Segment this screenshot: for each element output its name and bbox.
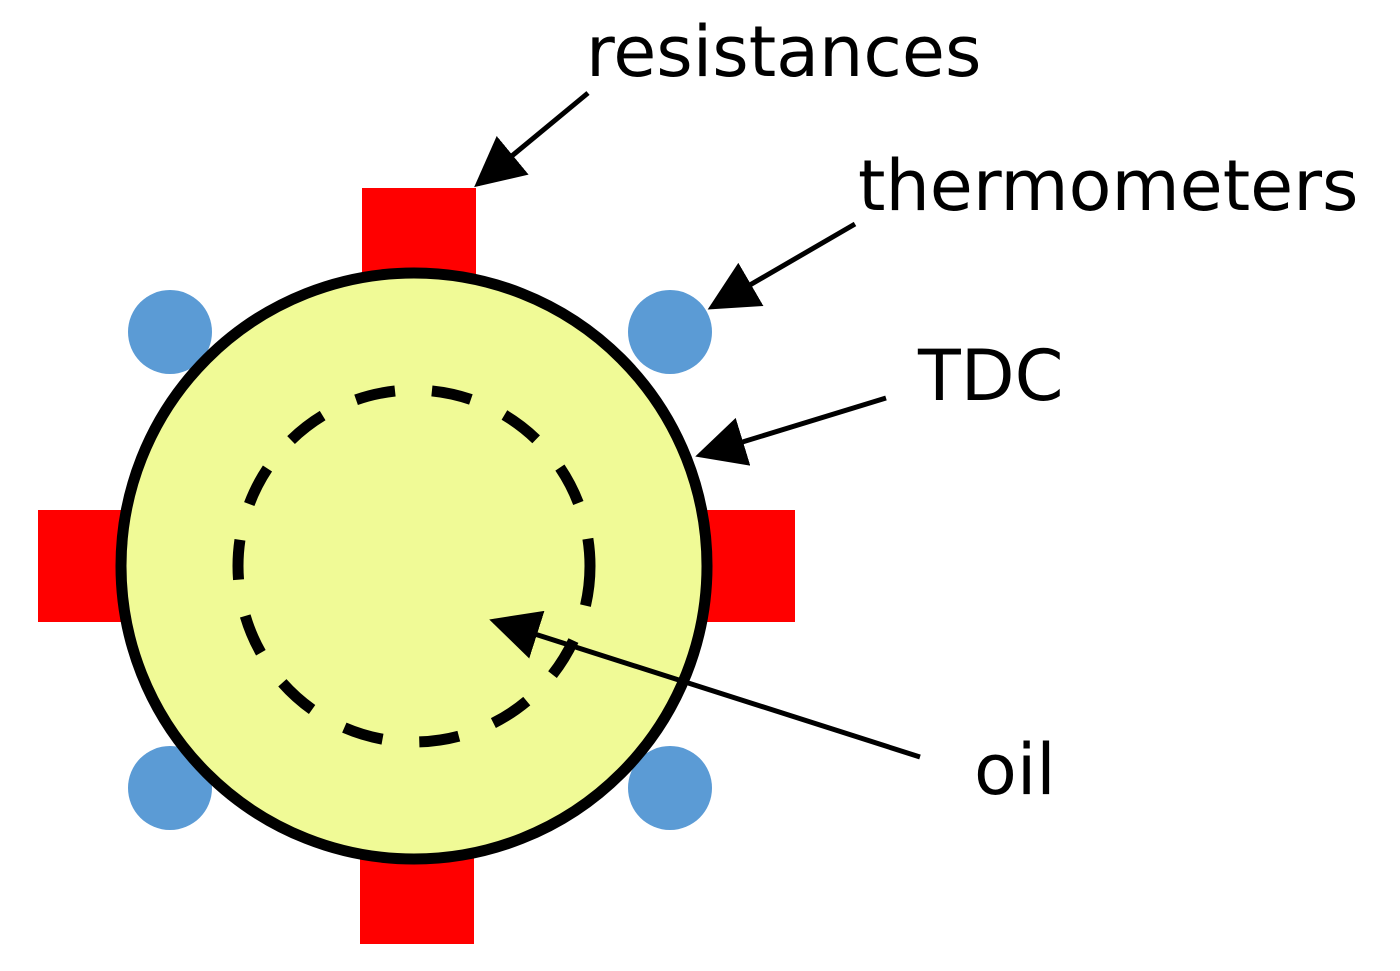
thermometers-arrow bbox=[707, 221, 857, 310]
resistance-top bbox=[362, 188, 476, 276]
resistance-left bbox=[38, 510, 126, 622]
thermometer-bottom-left bbox=[128, 746, 212, 830]
tdc-arrow bbox=[695, 395, 887, 466]
thermometer-bottom-right bbox=[628, 746, 712, 830]
thermometer-top-left bbox=[128, 290, 212, 374]
thermometers-label: thermometers bbox=[858, 145, 1358, 227]
oil-arrow bbox=[489, 610, 921, 760]
oil-dashed-circle bbox=[232, 384, 596, 748]
oil-label: oil bbox=[974, 729, 1056, 811]
tdc-circle bbox=[115, 267, 713, 865]
resistance-right bbox=[706, 510, 795, 622]
resistance-bottom bbox=[360, 855, 474, 944]
tdc-label: TDC bbox=[917, 335, 1064, 417]
thermometer-top-right bbox=[628, 290, 712, 374]
resistances-label: resistances bbox=[586, 11, 981, 93]
resistances-arrow bbox=[474, 91, 590, 188]
